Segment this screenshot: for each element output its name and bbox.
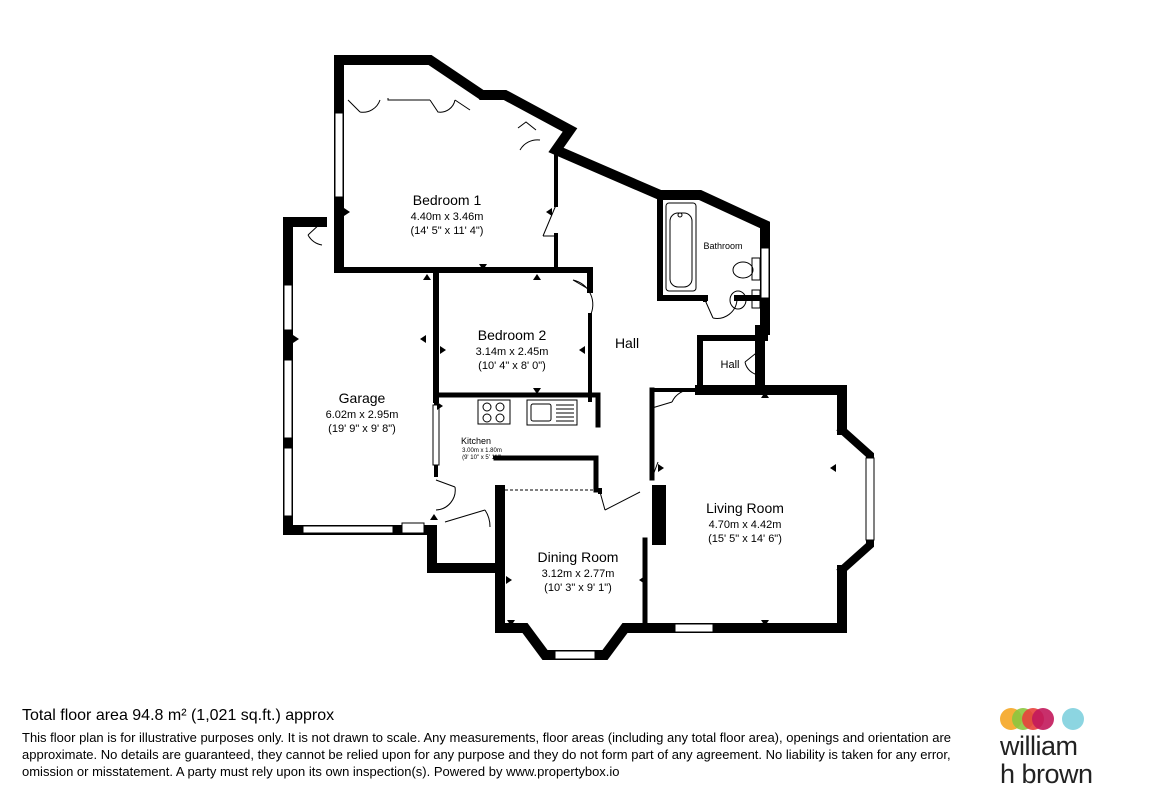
bedroom1-name: Bedroom 1 (413, 192, 482, 208)
bedroom1-imperial: (14' 5" x 11' 4") (411, 225, 484, 237)
logo-dots (1000, 708, 1120, 732)
logo-dot (1032, 708, 1054, 730)
bathroom-name: Bathroom (703, 241, 742, 251)
dining-metric: 3.12m x 2.77m (542, 568, 615, 580)
kitchen-metric: 3.00m x 1.80m (462, 448, 502, 454)
kitchen-name: Kitchen (461, 436, 491, 446)
total-floor-area: Total floor area 94.8 m² (1,021 sq.ft.) … (22, 707, 335, 724)
kitchen-imperial: (9' 10" x 5' 11") (462, 455, 502, 461)
logo-dot (1062, 708, 1084, 730)
bathroom-fixtures (665, 202, 761, 310)
room-labels: Bedroom 1 4.40m x 3.46m (14' 5" x 11' 4"… (326, 192, 784, 594)
disclaimer-text: This floor plan is for illustrative purp… (22, 730, 952, 779)
william-h-brown-logo: william h brown (1000, 708, 1120, 788)
dining-imperial: (10' 3" x 9' 1") (544, 582, 612, 594)
bedroom2-imperial: (10' 4" x 8' 0") (478, 360, 546, 372)
garage-name: Garage (339, 390, 386, 406)
bedroom1-metric: 4.40m x 3.46m (411, 211, 484, 223)
kitchen-fixtures (477, 399, 578, 426)
doors (307, 98, 761, 528)
garage-metric: 6.02m x 2.95m (326, 409, 399, 421)
interior-walls (336, 148, 768, 631)
living-imperial: (15' 5" x 14' 6") (708, 533, 782, 545)
bedroom2-metric: 3.14m x 2.45m (476, 346, 549, 358)
living-name: Living Room (706, 500, 784, 516)
logo-line1: william (1000, 731, 1078, 761)
logo-wordmark: william h brown (1000, 732, 1120, 788)
dining-name: Dining Room (538, 549, 619, 565)
floor-plan: Bedroom 1 4.40m x 3.46m (14' 5" x 11' 4"… (283, 55, 875, 660)
windows (283, 112, 875, 660)
garage-imperial: (19' 9" x 9' 8") (328, 423, 396, 435)
logo-line2: h brown (1000, 759, 1093, 789)
living-metric: 4.70m x 4.42m (709, 519, 782, 531)
hall-small-name: Hall (721, 359, 740, 371)
hall-name: Hall (615, 335, 639, 351)
outer-walls (283, 55, 874, 660)
dimension-arrows (293, 94, 836, 626)
bedroom2-name: Bedroom 2 (478, 327, 547, 343)
footer: Total floor area 94.8 m² (1,021 sq.ft.) … (22, 706, 952, 780)
